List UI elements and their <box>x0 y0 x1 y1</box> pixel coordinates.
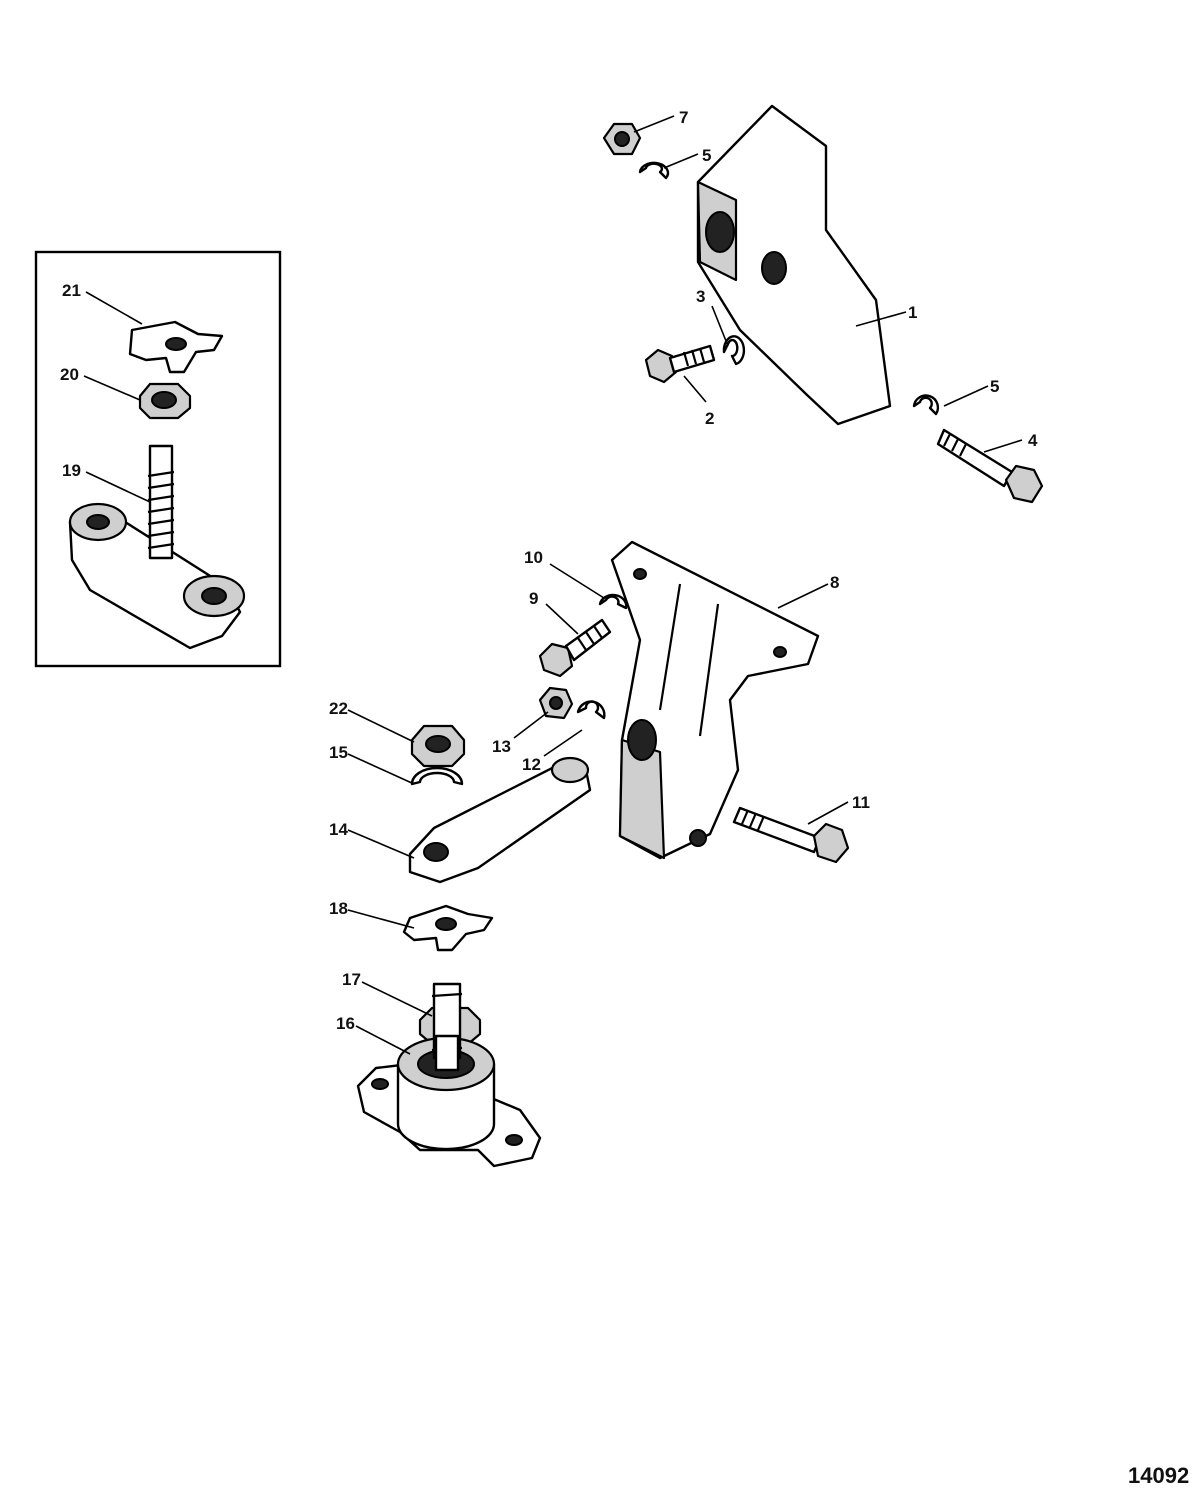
part-20-hex-nut[interactable] <box>138 382 192 420</box>
part-19-stud-link[interactable] <box>68 444 246 650</box>
part-4-bolt[interactable] <box>936 428 1044 504</box>
callout-2: 2 <box>705 409 714 428</box>
part-18-tab-washer[interactable] <box>402 904 494 952</box>
callout-21: 21 <box>62 281 81 300</box>
figure-number: 14092 <box>1128 1463 1189 1488</box>
part-16-engine-mount[interactable] <box>356 982 542 1168</box>
part-15-lock-washer[interactable] <box>410 766 464 786</box>
part-5-lock-washer-top[interactable] <box>638 161 670 180</box>
callout-12: 12 <box>522 755 541 774</box>
callout-19: 19 <box>62 461 81 480</box>
callout-20: 20 <box>60 365 79 384</box>
callout-3: 3 <box>696 287 705 306</box>
part-22-hex-nut[interactable] <box>410 724 466 768</box>
part-9-bolt[interactable] <box>538 618 612 678</box>
callout-13: 13 <box>492 737 511 756</box>
part-1-mount-bracket[interactable] <box>696 104 892 426</box>
part-5-lock-washer-lower[interactable] <box>912 394 940 416</box>
part-11-bolt[interactable] <box>732 806 850 864</box>
part-3-lock-washer[interactable] <box>722 335 746 366</box>
callout-5-lower: 5 <box>990 377 999 396</box>
callout-17: 17 <box>342 970 361 989</box>
callout-9: 9 <box>529 589 538 608</box>
part-8-mount-bracket[interactable] <box>610 540 820 860</box>
callout-5-upper: 5 <box>702 146 711 165</box>
callout-15: 15 <box>329 743 348 762</box>
callout-16: 16 <box>336 1014 355 1033</box>
callout-8: 8 <box>830 573 839 592</box>
part-14-link-arm[interactable] <box>408 756 592 884</box>
part-7-lock-nut[interactable] <box>602 122 642 156</box>
part-13-nut[interactable] <box>538 686 574 720</box>
callout-11: 11 <box>852 793 870 812</box>
leader-lines <box>83 115 1023 1055</box>
callout-1: 1 <box>908 303 917 322</box>
part-21-tab-washer[interactable] <box>128 320 224 374</box>
part-10-lock-washer[interactable] <box>598 593 628 610</box>
inset-frame <box>34 250 282 668</box>
callout-10: 10 <box>524 548 543 567</box>
callout-14: 14 <box>329 820 348 839</box>
callout-4: 4 <box>1028 431 1038 450</box>
callout-22: 22 <box>329 699 348 718</box>
callout-18: 18 <box>329 899 348 918</box>
part-2-bolt[interactable] <box>644 344 716 384</box>
callout-7: 7 <box>679 108 688 127</box>
part-12-lock-washer[interactable] <box>576 700 606 720</box>
